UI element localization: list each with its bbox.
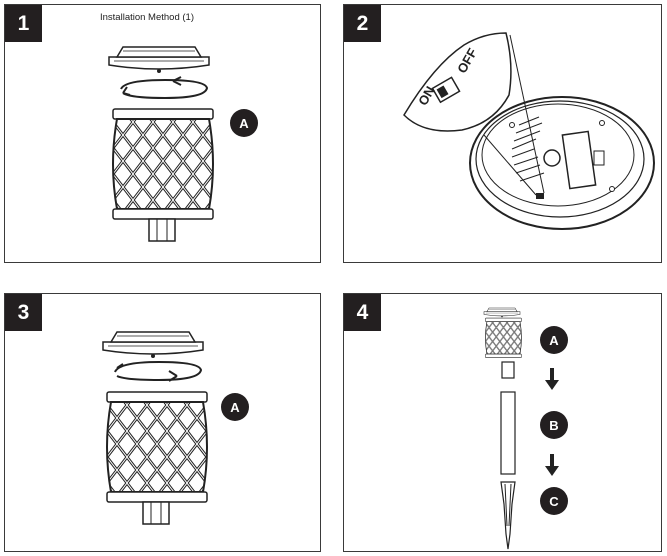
step-3-panel: 3 A <box>4 293 321 552</box>
installation-caption: Installation Method (1) <box>100 12 194 23</box>
step-2-panel: 2 ON OFF <box>343 4 662 263</box>
stake-assembly-illustration <box>483 307 559 550</box>
lamp-reassembly-illustration <box>102 331 208 525</box>
part-label-a: A <box>540 326 568 354</box>
lamp-disassembly-illustration <box>108 46 214 242</box>
step-number: 1 <box>5 5 42 42</box>
step-1-panel: 1 Installation Method (1) A <box>4 4 321 263</box>
part-label-b: B <box>540 411 568 439</box>
part-label-c: C <box>540 487 568 515</box>
step-number: 3 <box>5 294 42 331</box>
step-number: 2 <box>344 5 381 42</box>
step-4-panel: 4 A B C <box>343 293 662 552</box>
step-number: 4 <box>344 294 381 331</box>
part-label-a: A <box>221 393 249 421</box>
cap-underside-switch-illustration: ON OFF <box>403 32 655 230</box>
part-label-a: A <box>230 109 258 137</box>
